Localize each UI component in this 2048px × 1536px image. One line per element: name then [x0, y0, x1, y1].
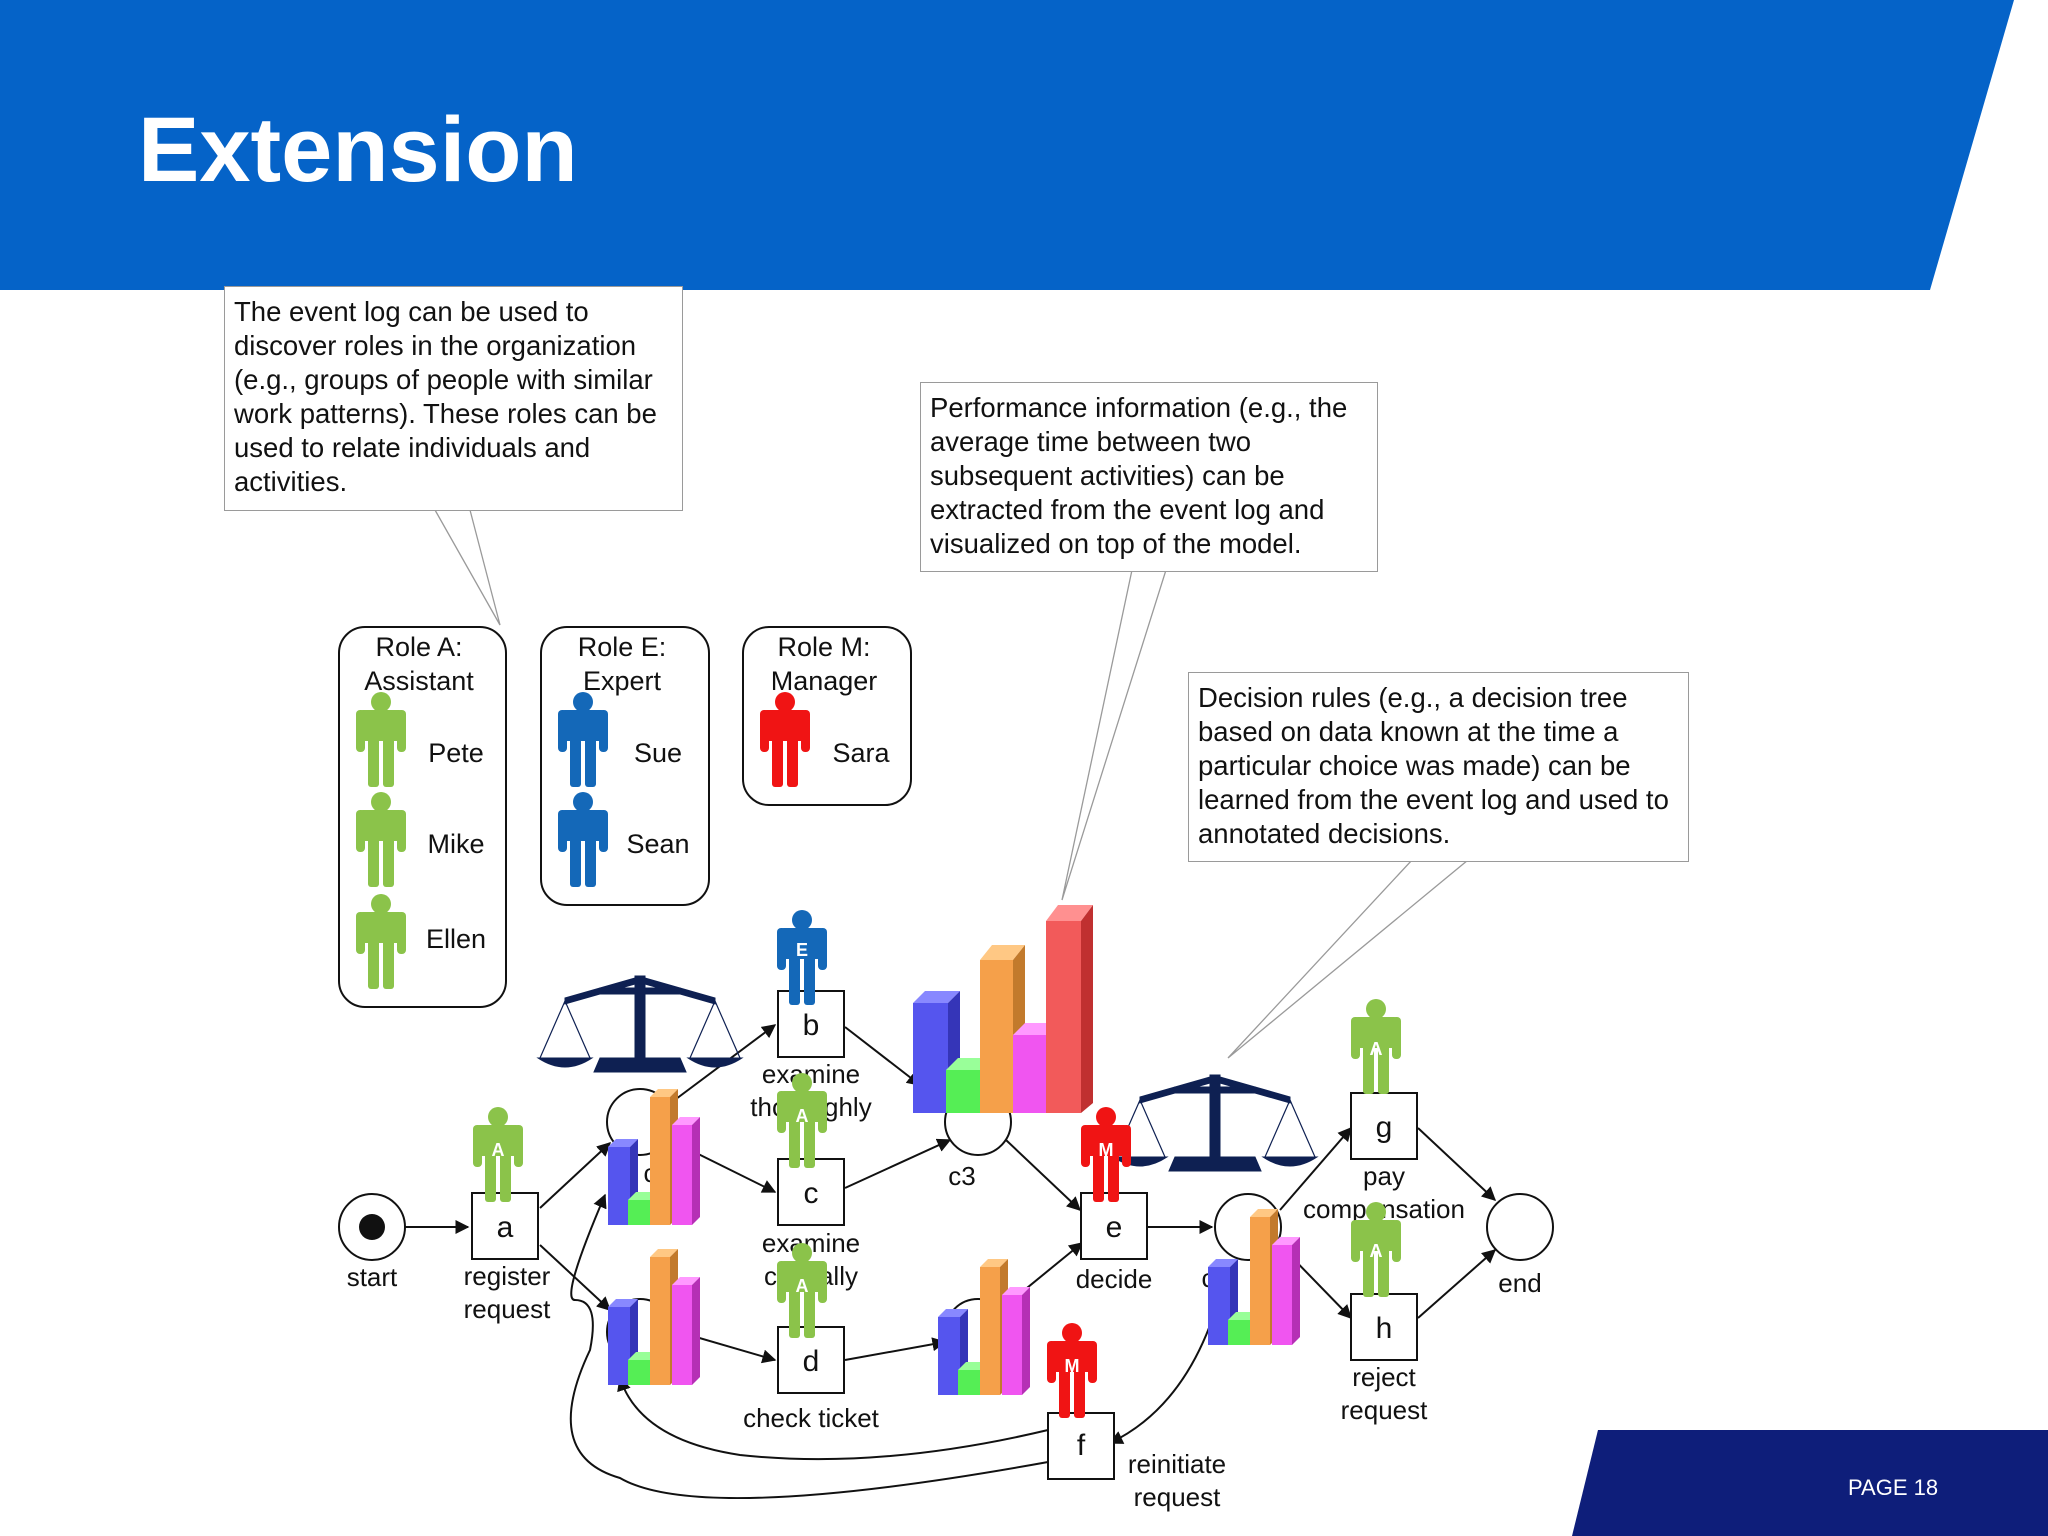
role-badge-assistant: A: [796, 1276, 809, 1296]
role-figure-f-transition: M: [1047, 1323, 1097, 1418]
transition-f: [1047, 1412, 1115, 1480]
role-badge-manager: M: [1099, 1140, 1114, 1160]
role-figure-h-transition: A: [1351, 1202, 1401, 1297]
role-manager-subtitle: Manager: [771, 666, 878, 696]
member-mike: Mike: [427, 829, 484, 859]
footer-background: [1572, 1430, 2048, 1536]
place-start-label: start: [347, 1262, 398, 1292]
transition-h-label-1: reject: [1352, 1362, 1416, 1392]
transition-a-letter: a: [497, 1211, 514, 1244]
petri-net-arcs: [405, 1024, 1497, 1500]
header-background: [0, 0, 2014, 290]
transition-c: [777, 1158, 845, 1226]
transition-a-label-1: register: [464, 1261, 551, 1291]
transition-h: [1350, 1293, 1418, 1361]
start-token: [359, 1214, 385, 1240]
transition-a: [471, 1192, 539, 1260]
transition-g: [1350, 1092, 1418, 1160]
transition-d-letter: d: [803, 1345, 820, 1378]
place-c3-label: c3: [948, 1161, 975, 1191]
petri-net-transitions: [471, 990, 1418, 1480]
transition-h-label-2: request: [1341, 1395, 1428, 1425]
member-pete: Pete: [428, 738, 484, 768]
performance-bars-c4-icon: [938, 1259, 1030, 1395]
role-badge-assistant: A: [492, 1140, 505, 1160]
member-sara: Sara: [832, 738, 890, 768]
performance-bars-c2-icon: [608, 1249, 700, 1385]
place-end-label: end: [1498, 1268, 1541, 1298]
role-figure-g-transition: A: [1351, 999, 1401, 1094]
role-expert-title: Role E:: [578, 632, 667, 662]
member-sue: Sue: [634, 738, 682, 768]
roles-callout: The event log can be used to discover ro…: [224, 286, 683, 511]
transition-d: [777, 1326, 845, 1394]
performance-bars-large-icon: [913, 905, 1093, 1113]
transition-f-label-2: request: [1134, 1482, 1221, 1512]
transition-e-label-1: decide: [1076, 1264, 1153, 1294]
transition-g-label-1: pay: [1363, 1161, 1405, 1191]
role-badge-assistant: A: [796, 1106, 809, 1126]
transition-e-letter: e: [1106, 1211, 1123, 1244]
transition-labels: register request examine thoroughly exam…: [464, 1059, 1465, 1512]
performance-callout: Performance information (e.g., the avera…: [920, 382, 1378, 572]
role-badge-assistant: A: [1370, 1241, 1383, 1261]
decisions-callout: Decision rules (e.g., a decision tree ba…: [1188, 672, 1689, 862]
role-group-expert: Role E: Expert Sue Sean: [540, 626, 710, 906]
role-figure-d-transition: A: [777, 1243, 827, 1338]
place-end: [1486, 1193, 1554, 1261]
transition-d-label-1: check ticket: [743, 1403, 880, 1433]
role-assistant-subtitle: Assistant: [364, 666, 474, 696]
role-badge-expert: E: [796, 940, 808, 960]
header-band: [0, 0, 2014, 290]
footer-band: [1572, 1430, 2048, 1536]
transition-letters: a b c d e f g h: [497, 1009, 1393, 1462]
page-number: PAGE 18: [1848, 1475, 1939, 1500]
slide-title: Extension: [138, 99, 578, 201]
role-figure-c-transition: A: [777, 1073, 827, 1168]
role-assistant-title: Role A:: [375, 632, 462, 662]
member-sean: Sean: [626, 829, 689, 859]
role-badge-assistant: A: [1370, 1039, 1383, 1059]
role-manager-title: Role M:: [777, 632, 870, 662]
transition-b-letter: b: [803, 1009, 820, 1042]
role-badge-manager: M: [1065, 1356, 1080, 1376]
transition-a-label-2: request: [464, 1294, 551, 1324]
role-group-assistant: Role A: Assistant Pete Mike Ellen: [338, 626, 507, 1008]
transition-c-letter: c: [804, 1177, 819, 1210]
role-expert-subtitle: Expert: [583, 666, 662, 696]
decision-scale-left-icon: [537, 975, 743, 1073]
role-figure-e-transition: M: [1081, 1107, 1131, 1202]
role-group-manager: Role M: Manager Sara: [742, 626, 912, 806]
member-ellen: Ellen: [426, 924, 486, 954]
transition-f-letter: f: [1077, 1429, 1086, 1462]
transition-h-letter: h: [1376, 1312, 1393, 1345]
transition-f-label-1: reinitiate: [1128, 1449, 1226, 1479]
role-figure-a-transition: A: [473, 1107, 523, 1202]
transition-g-letter: g: [1376, 1111, 1393, 1144]
decisions-callout-tail: [1227, 859, 1470, 1059]
transition-role-figures: A E A A M M A A: [473, 910, 1401, 1418]
roles-callout-tail: [433, 509, 501, 626]
performance-callout-tail: [1061, 569, 1167, 901]
decision-scale-right-icon: [1112, 1074, 1318, 1172]
role-figure-b-transition: E: [777, 910, 827, 1005]
